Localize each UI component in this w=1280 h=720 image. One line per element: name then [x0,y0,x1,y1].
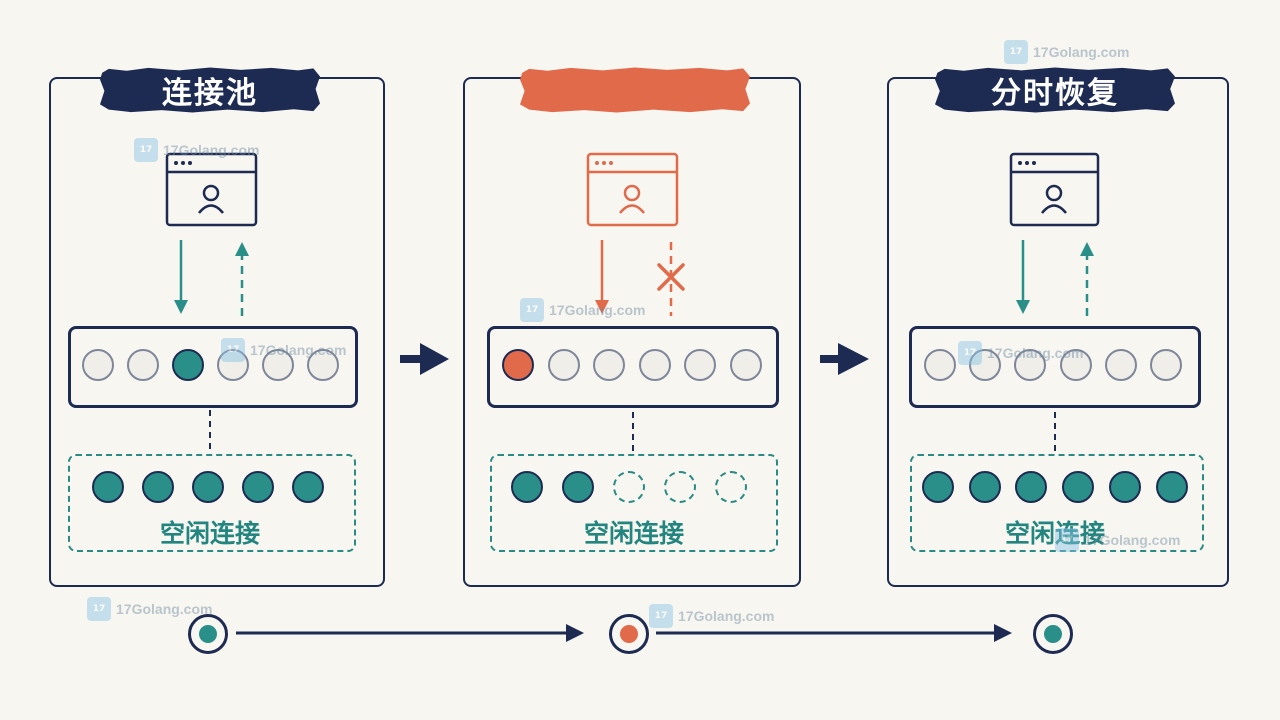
timeline-arrow [236,624,1012,642]
pool-idle-connector [209,410,1056,452]
watermark: 17 17Golang.com [87,597,212,621]
panel-2-title [520,67,750,113]
watermark-text: 17Golang.com [163,142,260,158]
idle-slot-teal [142,471,174,503]
panel-1-title: 连接池 [100,67,320,113]
idle-slot-dashed [715,471,747,503]
idle-connections-box [910,454,1204,552]
idle-connections-box [490,454,778,552]
idle-slot-teal [922,471,954,503]
watermark-text: 17Golang.com [987,345,1084,361]
pool-box [68,326,358,408]
pool-slot-empty [924,349,956,381]
idle-slot-teal [92,471,124,503]
17golang-logo: 17 [649,604,673,628]
timeline-node [188,614,228,654]
watermark-text: 17Golang.com [250,342,347,358]
pool-slot-empty [1059,349,1092,381]
timeline-node [609,614,649,654]
next-step-arrow [820,343,869,375]
watermark-text: 17Golang.com [1033,44,1130,60]
idle-slot-teal [192,471,224,503]
watermark: 17 17Golang.com [1004,40,1129,64]
pool-slot-empty [82,349,114,381]
pool-slot-empty [593,349,625,381]
idle-connections-label: 空闲连接 [583,519,684,548]
watermark-text: 17Golang.com [1084,532,1181,548]
browser-user-icon [586,152,679,227]
browser-user-icon [1009,152,1100,227]
return-arrow-dashed [1080,242,1094,316]
watermark: 17 17Golang.com [134,138,259,162]
request-arrow [1016,240,1030,314]
watermark-text: 17Golang.com [116,601,213,617]
idle-slot-teal [1062,471,1095,503]
pool-slot-empty [638,349,671,381]
next-step-arrow [400,343,449,375]
pool-box [909,326,1201,408]
request-arrow [174,240,188,314]
timeline-node-dot [1044,625,1062,643]
timeline-node-dot [199,625,217,643]
idle-slot-teal [511,471,543,503]
pool-slot-empty [729,349,762,381]
pool-slot-empty [547,349,580,381]
idle-connections-label: 空闲连接 [159,519,260,548]
pool-slot-empty [307,349,339,381]
17golang-logo: 17 [1055,528,1079,552]
17golang-logo: 17 [1004,40,1028,64]
17golang-logo: 17 [520,298,544,322]
idle-slot-teal [242,471,274,503]
17golang-logo: 17 [221,338,245,362]
pool-box [487,326,779,408]
idle-slot-dashed [613,471,645,503]
panel-3-title: 分时恢复 [935,67,1175,113]
watermark: 17 17Golang.com [958,341,1083,365]
idle-slot-teal [562,471,594,503]
pool-slot-empty [127,349,159,381]
watermark-text: 17Golang.com [549,302,646,318]
cross-icon [657,263,685,291]
pool-slot-empty [1150,349,1182,381]
17golang-logo: 17 [134,138,158,162]
watermark: 17 17Golang.com [221,338,346,362]
watermark: 17 17Golang.com [520,298,645,322]
pool-slot-empty [217,349,249,381]
pool-slot-red [502,349,534,381]
pool-slot-empty [1104,349,1137,381]
timeline-node-dot [620,625,638,643]
idle-connections-label: 空闲连接 [935,514,1175,550]
pool-slot-teal [172,349,204,381]
idle-slot-teal [968,471,1001,503]
idle-connections-box [68,454,356,552]
pool-slot-empty [262,349,294,381]
watermark: 17 17Golang.com [1055,528,1180,552]
timeline-node [1033,614,1073,654]
17golang-logo: 17 [958,341,982,365]
pool-slot-empty [1014,349,1047,381]
idle-slot-teal [1108,471,1141,503]
17golang-logo: 17 [87,597,111,621]
pool-slot-empty [969,349,1002,381]
idle-slot-teal [1155,471,1188,503]
idle-slot-teal [292,471,324,503]
idle-slot-teal [1015,471,1048,503]
watermark-text: 17Golang.com [678,608,775,624]
pool-slot-empty [684,349,716,381]
idle-slot-dashed [664,471,696,503]
request-arrow [595,240,609,314]
watermark: 17 17Golang.com [649,604,774,628]
browser-user-icon [165,152,258,227]
return-arrow-dashed [235,242,249,316]
